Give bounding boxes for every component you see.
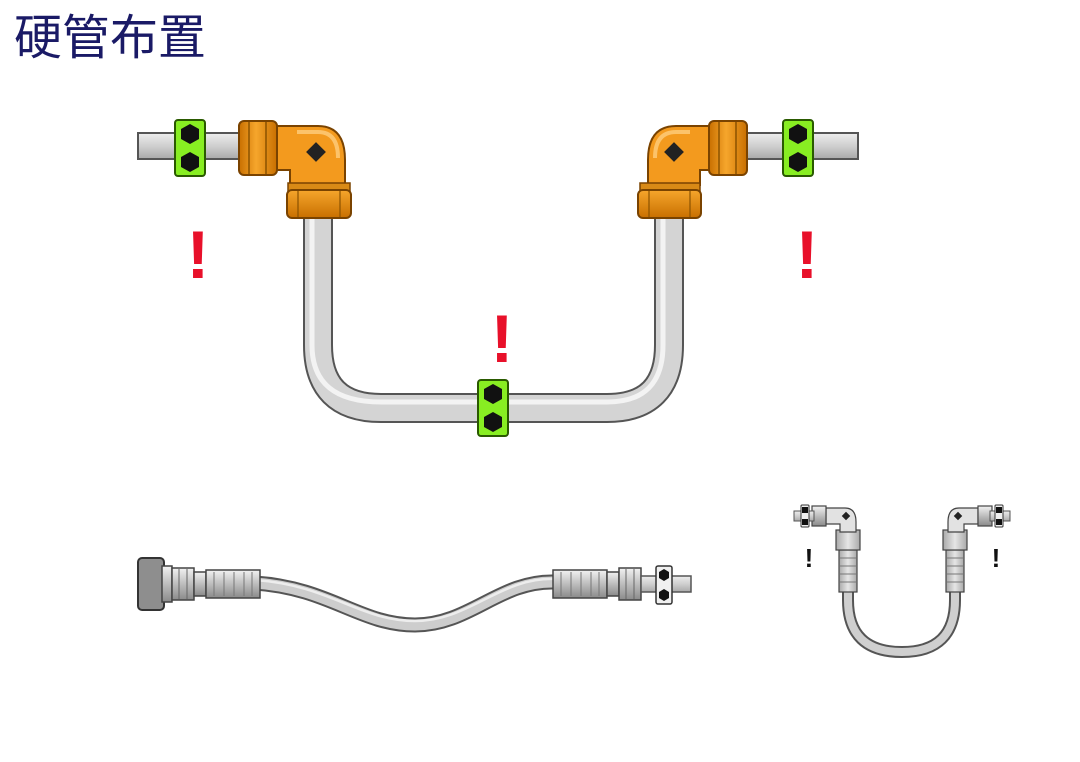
exclamation-icon: ! <box>805 543 814 573</box>
exclamation-icon: ! <box>796 217 819 293</box>
pipe-clamp-icon <box>477 379 509 437</box>
pipe-clamp-icon <box>174 119 206 177</box>
exclamation-icon: ! <box>491 301 514 377</box>
flange-fitting <box>137 557 165 611</box>
elbow-fitting-icon <box>637 120 748 219</box>
hose-crimp-sleeve <box>205 569 261 599</box>
exclamation-icon: ! <box>187 217 210 293</box>
elbow-fitting-icon <box>238 120 352 219</box>
rigid-pipe-assembly: ! ! ! <box>137 119 859 437</box>
pipe-clamp-icon <box>655 565 673 605</box>
exclamation-icon: ! <box>992 543 1001 573</box>
page-title: 硬管布置 <box>14 10 207 66</box>
flexible-hose-assembly <box>137 557 692 633</box>
pipe-clamp-icon <box>782 119 814 177</box>
small-u-pipe-assembly: ! ! <box>793 504 1011 659</box>
